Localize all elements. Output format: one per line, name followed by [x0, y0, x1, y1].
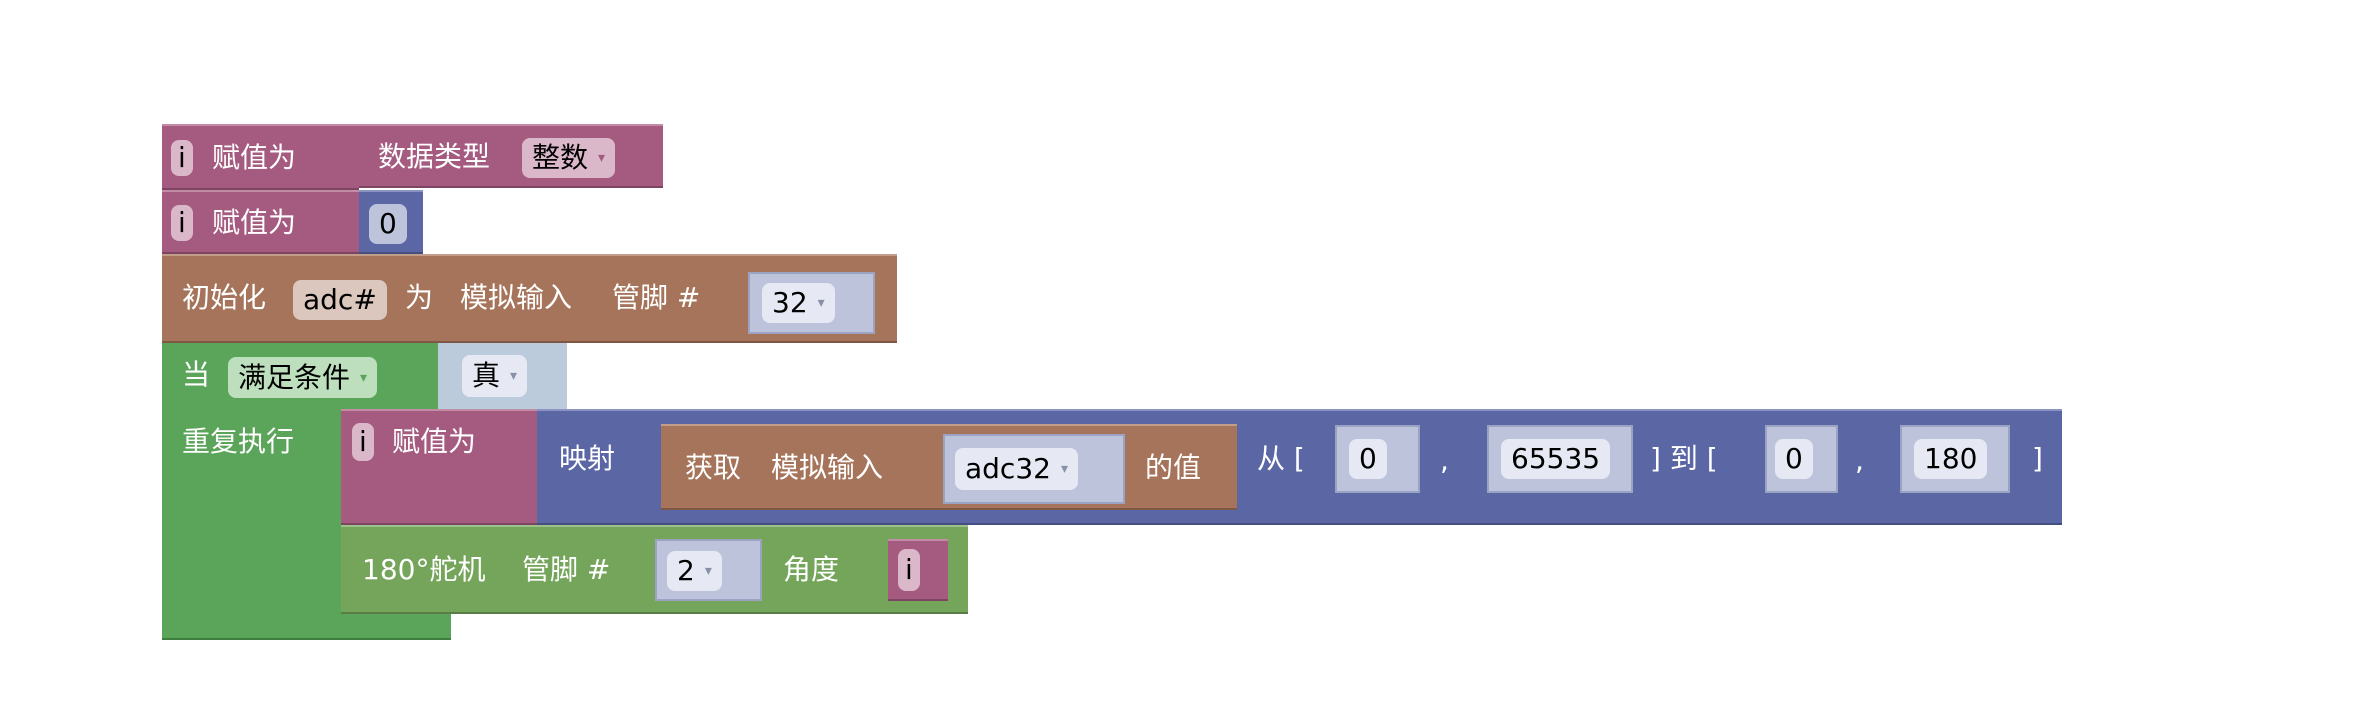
get-mode-label: 模拟输入: [771, 451, 884, 484]
dropdown-arrow-icon: ▾: [1060, 461, 1068, 477]
number-value: 0: [379, 207, 397, 240]
assign-block-1[interactable]: i 赋值为: [162, 124, 359, 190]
dropdown-arrow-icon: ▾: [510, 368, 518, 384]
variable-dropdown[interactable]: i: [352, 423, 374, 461]
from-high-value: 65535: [1511, 442, 1601, 475]
to-high-block[interactable]: 180: [1900, 425, 2010, 493]
servo-pin-block[interactable]: 2▾: [655, 539, 762, 601]
from-high-block[interactable]: 65535: [1487, 425, 1633, 493]
to-low-value: 0: [1785, 442, 1803, 475]
condition-dropdown[interactable]: 满足条件 ▾: [228, 357, 378, 398]
source-value: adc32: [965, 452, 1051, 485]
pin-dropdown[interactable]: 32 ▾: [762, 283, 835, 323]
condition-value: 满足条件: [238, 360, 351, 394]
to-low-input[interactable]: 0: [1775, 439, 1813, 479]
dropdown-arrow-icon: ▾: [598, 150, 606, 166]
assign-label: 赋值为: [392, 425, 477, 458]
source-block[interactable]: adc32 ▾: [943, 434, 1125, 504]
from-high-input[interactable]: 65535: [1501, 439, 1611, 479]
to-high-input[interactable]: 180: [1914, 439, 1988, 479]
read-analog-block[interactable]: 获取 模拟输入 adc32 ▾ 的值: [661, 424, 1237, 510]
init-analog-block[interactable]: 初始化 adc# 为 模拟输入 管脚 # 32 ▾: [162, 254, 897, 343]
comma-label: ,: [1855, 444, 1864, 477]
map-label: 映射: [559, 442, 616, 475]
name-value: adc#: [303, 283, 377, 316]
boolean-block[interactable]: 真▾: [438, 343, 567, 409]
while-loop-body-rail: [162, 409, 341, 614]
variable-name: i: [178, 141, 186, 174]
dropdown-arrow-icon: ▾: [360, 369, 368, 386]
as-label: 为: [405, 281, 434, 314]
dropdown-arrow-icon: ▾: [817, 295, 825, 311]
data-type-label: 数据类型: [378, 140, 491, 173]
variable-name: i: [178, 206, 186, 239]
assign-label: 赋值为: [212, 141, 297, 174]
from-low-input[interactable]: 0: [1349, 439, 1387, 479]
number-input[interactable]: 0: [369, 204, 407, 244]
data-type-value: 整数: [532, 141, 589, 174]
variable-dropdown[interactable]: i: [171, 205, 193, 241]
variable-name: i: [359, 425, 367, 458]
map-block[interactable]: 映射 获取 模拟输入 adc32 ▾ 的值 从 [ 0 , 65535 ] 到 […: [537, 409, 2062, 525]
from-low-value: 0: [1359, 442, 1377, 475]
servo-block[interactable]: 180°舵机 管脚 # 2▾ 角度 i: [341, 525, 968, 614]
assign-label: 赋值为: [212, 206, 297, 239]
assign-block-3[interactable]: i 赋值为: [341, 409, 537, 525]
while-loop-bottom: [162, 614, 451, 640]
variable-dropdown[interactable]: i: [171, 140, 193, 176]
to-label: ] 到 [: [1650, 442, 1718, 475]
value-of-label: 的值: [1145, 451, 1202, 484]
while-label: 当: [182, 358, 211, 391]
init-label: 初始化: [182, 281, 267, 314]
to-high-value: 180: [1924, 442, 1978, 475]
pin-block[interactable]: 32 ▾: [748, 272, 875, 334]
data-type-dropdown[interactable]: 整数 ▾: [522, 138, 616, 178]
mode-label: 模拟输入: [460, 281, 573, 314]
do-label: 重复执行: [182, 425, 295, 458]
boolean-value: 真: [472, 359, 501, 392]
boolean-dropdown[interactable]: 真▾: [462, 355, 528, 397]
close-bracket-label: ]: [2032, 442, 2043, 475]
angle-label: 角度: [783, 553, 840, 586]
assign-block-2[interactable]: i 赋值为: [162, 190, 359, 254]
from-label: 从 [: [1257, 442, 1305, 475]
servo-pin-value: 2: [677, 554, 695, 587]
dropdown-arrow-icon: ▾: [704, 563, 712, 579]
servo-label: 180°舵机: [362, 553, 486, 586]
angle-variable-block[interactable]: i: [888, 539, 948, 601]
servo-pin-dropdown[interactable]: 2▾: [667, 551, 722, 591]
source-dropdown[interactable]: adc32 ▾: [955, 448, 1078, 490]
to-low-block[interactable]: 0: [1765, 425, 1838, 493]
number-block[interactable]: 0: [359, 190, 423, 254]
name-input[interactable]: adc#: [293, 280, 387, 320]
data-type-block[interactable]: 数据类型 整数 ▾: [359, 124, 663, 188]
pin-label: 管脚 #: [522, 553, 611, 586]
comma-label: ,: [1440, 444, 1449, 477]
pin-label: 管脚 #: [612, 281, 701, 314]
variable-name: i: [905, 553, 913, 586]
get-label: 获取: [685, 451, 742, 484]
from-low-block[interactable]: 0: [1335, 425, 1420, 493]
variable-dropdown[interactable]: i: [898, 549, 920, 591]
pin-value: 32: [772, 286, 808, 319]
